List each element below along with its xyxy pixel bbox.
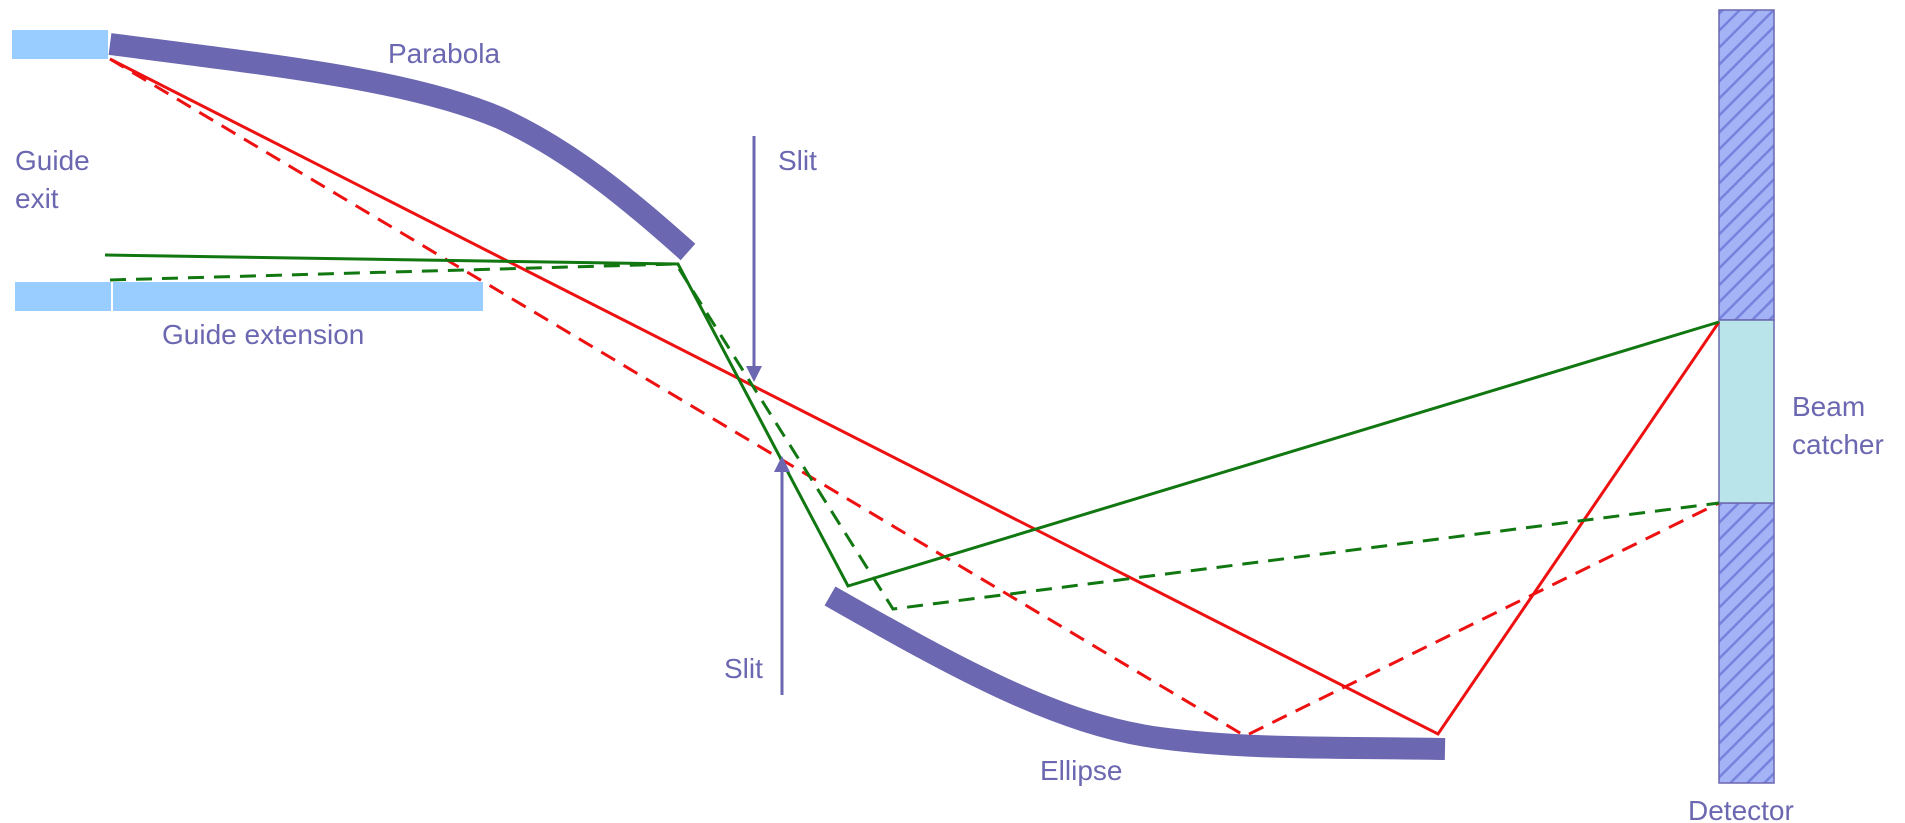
guide-exit-bottom <box>15 282 111 311</box>
slit-top-label: Slit <box>778 145 817 176</box>
detector-label: Detector <box>1688 795 1794 823</box>
guide-exit-label-line2: exit <box>15 183 59 214</box>
red-ray-solid <box>109 57 1721 736</box>
green-ray-solid <box>104 253 1720 588</box>
ellipse-mirror <box>824 586 1446 760</box>
detector-lower <box>1718 502 1775 784</box>
slit-bottom-arrowhead <box>774 456 790 472</box>
detector-upper <box>1718 9 1775 321</box>
guide-extension <box>113 282 483 311</box>
beam-catcher <box>1718 319 1775 504</box>
parabola-mirror <box>108 33 696 261</box>
slit-bottom-label: Slit <box>724 653 763 684</box>
red-ray-dashed <box>109 57 1720 738</box>
parabola-label: Parabola <box>388 38 501 69</box>
slit-top-arrowhead <box>746 366 762 382</box>
guide-exit-label-line1: Guide <box>15 145 90 176</box>
guide-extension-label: Guide extension <box>162 319 364 350</box>
green-ray-dashed <box>109 262 1720 611</box>
beam-catcher-label-line2: catcher <box>1792 429 1884 460</box>
beam-catcher-label-line1: Beam <box>1792 391 1865 422</box>
guide-exit-top <box>12 30 108 59</box>
ellipse-label: Ellipse <box>1040 755 1122 786</box>
